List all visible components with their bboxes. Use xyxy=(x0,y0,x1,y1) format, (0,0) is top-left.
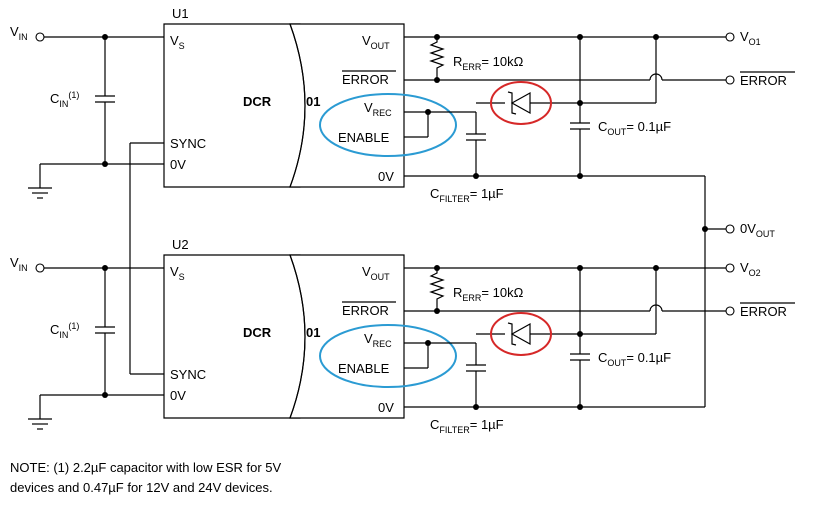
ovout-terminal xyxy=(725,224,735,234)
unit-u1: VIN CIN(1) U1 VS SYNC 0V DCR 01 VOUT ERR… xyxy=(10,6,795,204)
vin-label: VIN xyxy=(10,24,28,42)
highlight-vrec-enable xyxy=(319,93,457,157)
ov-out-pin-label: 0V xyxy=(378,400,394,415)
u1-label: U1 xyxy=(172,6,189,21)
vo1-label: VO1 xyxy=(740,29,761,47)
cout-label: COUT= 0.1µF xyxy=(598,119,671,137)
note-line-1: NOTE: (1) 2.2µF capacitor with low ESR f… xyxy=(10,460,282,475)
vrec-pin-label: VREC xyxy=(364,331,392,349)
u2-left-block xyxy=(163,254,316,419)
zener-diode-icon xyxy=(510,91,531,115)
enable-pin-label: ENABLE xyxy=(338,130,390,145)
highlight-diode xyxy=(490,312,552,356)
vout-pin-label: VOUT xyxy=(362,264,390,282)
note-line-2: devices and 0.47µF for 12V and 24V devic… xyxy=(10,480,273,495)
vout-pin-label: VOUT xyxy=(362,33,390,51)
rerr-label: RERR= 10kΩ xyxy=(453,285,524,303)
part-01-label: 01 xyxy=(306,325,320,340)
ov-pin-label: 0V xyxy=(170,388,186,403)
sync-pin-label: SYNC xyxy=(170,136,206,151)
ovout-label: 0VOUT xyxy=(740,221,775,239)
error-pin-label: ERROR xyxy=(342,303,389,318)
error-terminal xyxy=(725,306,735,316)
zener-diode-icon xyxy=(510,322,531,346)
rerr-resistor xyxy=(429,37,445,80)
cin-label: CIN(1) xyxy=(50,321,79,340)
vs-pin-label: VS xyxy=(170,264,185,282)
vin-terminal xyxy=(35,263,45,273)
u2-label: U2 xyxy=(172,237,189,252)
cin-label: CIN(1) xyxy=(50,90,79,109)
vo2-label: VO2 xyxy=(740,260,761,278)
rerr-resistor xyxy=(429,268,445,311)
vs-pin-label: VS xyxy=(170,33,185,51)
error-out-label: ERROR xyxy=(740,73,787,88)
cout-label: COUT= 0.1µF xyxy=(598,350,671,368)
vrec-pin-label: VREC xyxy=(364,100,392,118)
unit-u2: VIN CIN(1) U2 VS SYNC 0V DCR 01 VOUT ERR… xyxy=(10,237,795,435)
u1-left-block xyxy=(163,23,316,188)
highlight-vrec-enable xyxy=(319,324,457,388)
error-terminal xyxy=(725,75,735,85)
cfilter-label: CFILTER= 1µF xyxy=(430,186,504,204)
vin-label: VIN xyxy=(10,255,28,273)
dcr-label: DCR xyxy=(243,325,272,340)
part-01-label: 01 xyxy=(306,94,320,109)
enable-pin-label: ENABLE xyxy=(338,361,390,376)
ov-out-pin-label: 0V xyxy=(378,169,394,184)
vo2-terminal xyxy=(725,263,735,273)
dcr-label: DCR xyxy=(243,94,272,109)
error-pin-label: ERROR xyxy=(342,72,389,87)
rerr-label: RERR= 10kΩ xyxy=(453,54,524,72)
highlight-diode xyxy=(490,81,552,125)
error-out-label: ERROR xyxy=(740,304,787,319)
ov-pin-label: 0V xyxy=(170,157,186,172)
vo1-terminal xyxy=(725,32,735,42)
sync-pin-label: SYNC xyxy=(170,367,206,382)
vin-terminal xyxy=(35,32,45,42)
cfilter-label: CFILTER= 1µF xyxy=(430,417,504,435)
